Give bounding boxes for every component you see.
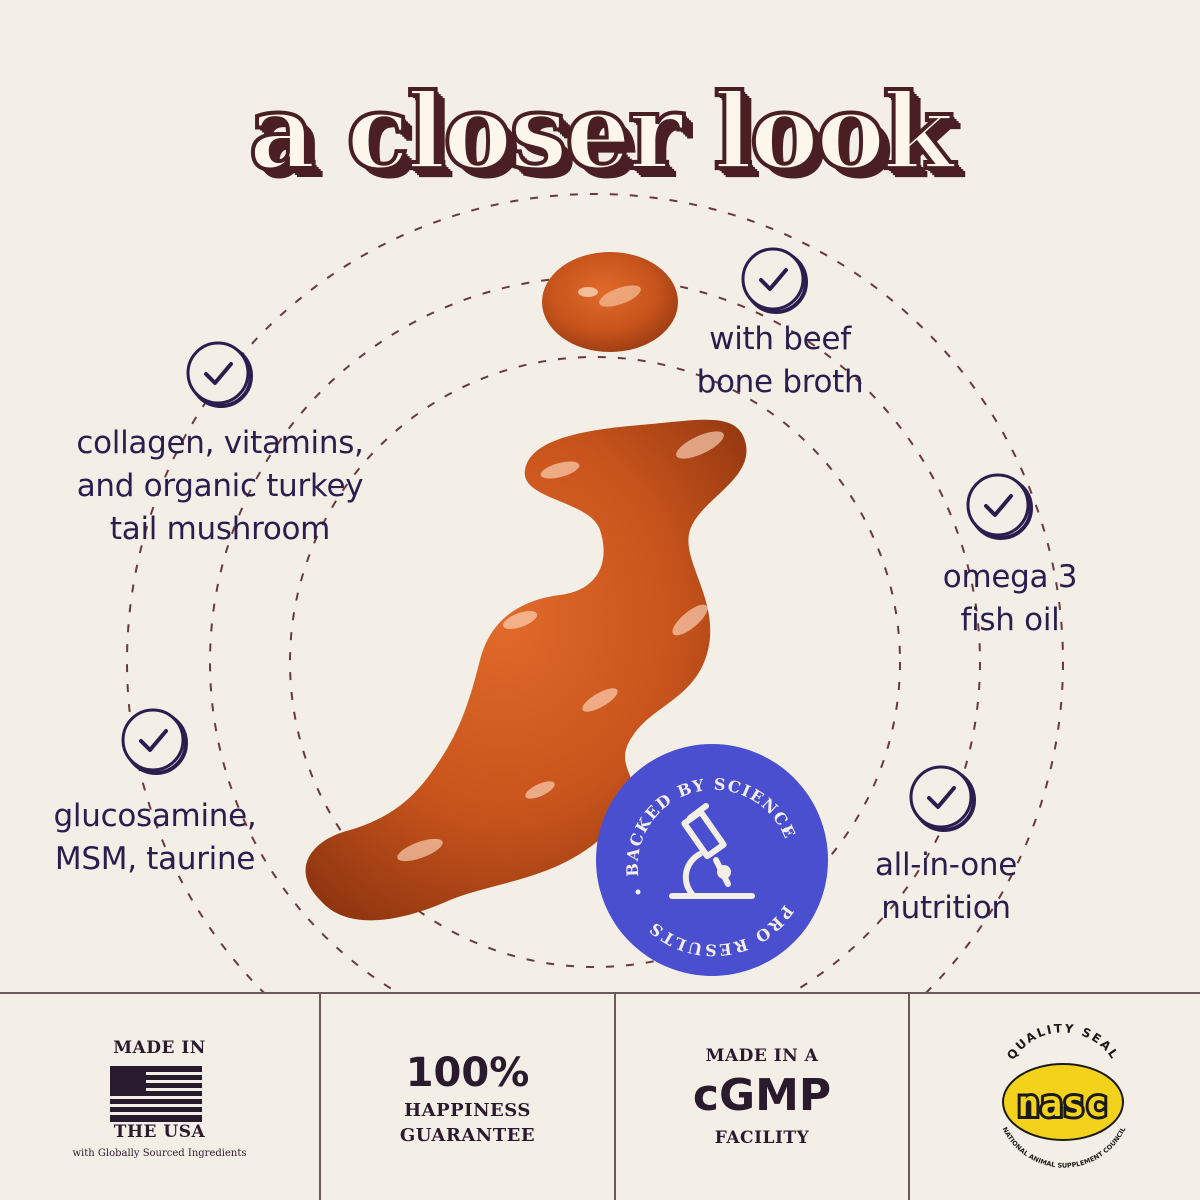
usa-flag-icon [110, 1066, 202, 1122]
trust-bar-divider [0, 992, 1200, 994]
headline: a closer look [0, 68, 1200, 195]
svg-text:QUALITY SEAL: QUALITY SEAL [1004, 1024, 1122, 1062]
trust-bar-separator [319, 994, 321, 1200]
feature-omega3: omega 3 fish oil [942, 559, 1078, 638]
feature-bone-broth: with beef bone broth [696, 321, 864, 400]
check-circle-icon [120, 707, 190, 777]
nasc-seal-icon: QUALITY SEAL nasc NATIONAL ANIMAL SUPPLE… [1001, 1024, 1128, 1170]
feature-collagen: collagen, vitamins, and organic turkey t… [76, 425, 364, 547]
check-circle-icon [908, 764, 978, 834]
product-squiggle [305, 419, 747, 921]
check-circle-icon [185, 340, 255, 410]
feature-all-in-one: all-in-one nutrition [874, 847, 1018, 926]
check-circle-icon [740, 246, 810, 316]
happiness-guarantee-badge: 100% HAPPINESS GUARANTEE [399, 1050, 536, 1146]
made-in-usa-badge: MADE IN THE USA with Globally Sourced In… [72, 1038, 247, 1159]
svg-text:nasc: nasc [1018, 1084, 1109, 1125]
backed-by-science-badge: BACKED BY SCIENCE PRO RESULTS [596, 744, 828, 976]
check-circle-icon [965, 472, 1035, 542]
microscope-icon [669, 803, 755, 899]
feature-glucosamine: glucosamine, MSM, taurine [53, 798, 257, 877]
headline-text: a closer look [247, 68, 957, 195]
dashed-orbit-rings [126, 193, 1064, 992]
trust-bar-separator [908, 994, 910, 1200]
cgmp-facility-badge: MADE IN A cGMP FACILITY [692, 1046, 832, 1148]
nasc-quality-seal: QUALITY SEAL nasc NATIONAL ANIMAL SUPPLE… [910, 994, 1200, 1200]
trust-bar-separator [614, 994, 616, 1200]
